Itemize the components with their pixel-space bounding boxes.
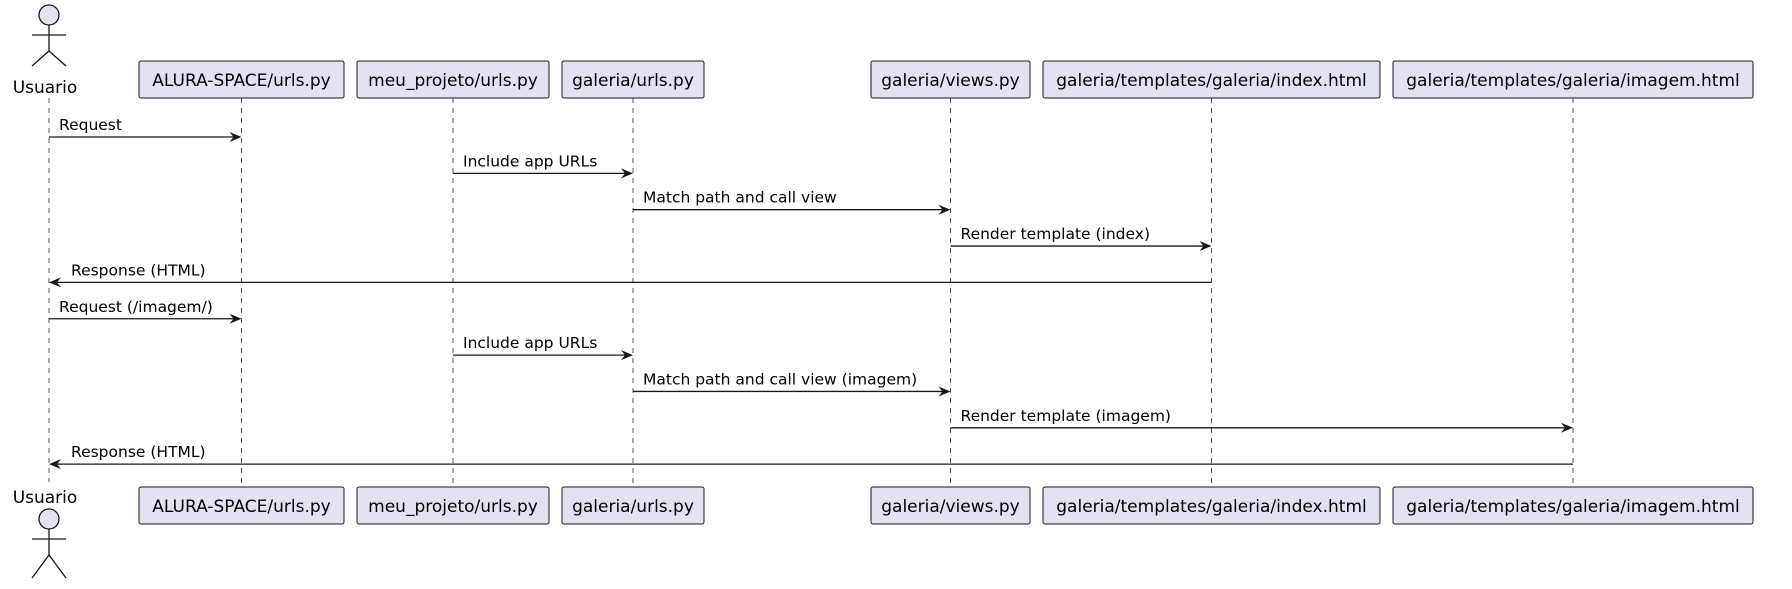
message-label: Request xyxy=(59,116,122,134)
participant-label: ALURA-SPACE/urls.py xyxy=(152,71,330,91)
message-label: Response (HTML) xyxy=(71,443,206,461)
participant-label: galeria/urls.py xyxy=(572,497,694,517)
participant-gimagem-bottom: galeria/templates/galeria/imagem.html xyxy=(1392,486,1754,525)
participant-gurls-top: galeria/urls.py xyxy=(561,60,705,99)
arrow-head-icon xyxy=(229,132,242,142)
participant-label: meu_projeto/urls.py xyxy=(368,71,538,91)
participant-box xyxy=(1042,486,1381,525)
participant-box xyxy=(561,60,705,99)
message-4: Render template (index) xyxy=(950,225,1212,252)
participant-gindex-bottom: galeria/templates/galeria/index.html xyxy=(1042,486,1381,525)
message-7: Include app URLs xyxy=(453,334,633,361)
participant-meu-bottom: meu_projeto/urls.py xyxy=(356,486,550,525)
participant-gviews-bottom: galeria/views.py xyxy=(870,486,1031,525)
participant-gviews-top: galeria/views.py xyxy=(870,60,1031,99)
message-label: Match path and call view (imagem) xyxy=(643,370,917,388)
actor-top: Usuario xyxy=(13,4,78,98)
participant-box xyxy=(1392,486,1754,525)
participant-gimagem-top: galeria/templates/galeria/imagem.html xyxy=(1392,60,1754,99)
arrow-head-icon xyxy=(938,204,951,215)
actor-label-bottom: Usuario xyxy=(13,488,78,508)
participant-alura-top: ALURA-SPACE/urls.py xyxy=(138,60,345,99)
message-label: Match path and call view xyxy=(643,189,837,207)
participant-box xyxy=(356,60,550,99)
message-5: Response (HTML) xyxy=(49,261,1212,288)
participant-box xyxy=(870,60,1031,99)
participant-meu-top: meu_projeto/urls.py xyxy=(356,60,550,99)
arrow-head-icon xyxy=(49,459,61,470)
actor-legs xyxy=(31,553,67,579)
message-label: Render template (imagem) xyxy=(961,407,1171,425)
participant-label: ALURA-SPACE/urls.py xyxy=(152,497,330,517)
participant-box xyxy=(138,60,345,99)
message-label: Render template (index) xyxy=(961,225,1151,243)
arrow-head-icon xyxy=(49,277,61,288)
participants-top: ALURA-SPACE/urls.py meu_projeto/urls.py ga… xyxy=(138,60,1754,99)
participant-label: meu_projeto/urls.py xyxy=(368,497,538,517)
actor-legs xyxy=(31,50,67,67)
actor-bottom: Usuario xyxy=(13,488,78,579)
participant-box xyxy=(138,486,345,525)
participant-gurls-bottom: galeria/urls.py xyxy=(561,486,705,525)
arrow-head-icon xyxy=(621,350,633,361)
participant-label: galeria/templates/galeria/index.html xyxy=(1056,71,1366,91)
arrow-head-icon xyxy=(229,313,242,324)
arrow-head-icon xyxy=(1561,422,1573,433)
message-9: Render template (imagem) xyxy=(950,407,1573,433)
participant-box xyxy=(1392,60,1754,99)
participant-label: galeria/templates/galeria/imagem.html xyxy=(1406,71,1739,91)
participants-bottom: ALURA-SPACE/urls.py meu_projeto/urls.py ga… xyxy=(138,486,1754,525)
message-6: Request (/imagem/) xyxy=(49,298,242,324)
actor-head-icon xyxy=(38,508,60,530)
participant-label: galeria/templates/galeria/index.html xyxy=(1056,497,1366,517)
message-3: Match path and call view xyxy=(633,189,951,215)
message-label: Include app URLs xyxy=(463,334,597,352)
message-8: Match path and call view (imagem) xyxy=(633,370,951,397)
message-10: Response (HTML) xyxy=(49,443,1573,470)
arrow-head-icon xyxy=(938,386,951,397)
actor-label-top: Usuario xyxy=(13,78,78,98)
participant-alura-bottom: ALURA-SPACE/urls.py xyxy=(138,486,345,525)
participant-box xyxy=(561,486,705,525)
arrow-head-icon xyxy=(621,168,633,179)
participant-box xyxy=(870,486,1031,525)
participant-label: galeria/views.py xyxy=(881,497,1020,517)
arrow-head-icon xyxy=(1199,241,1212,252)
message-label: Request (/imagem/) xyxy=(59,298,213,316)
message-label: Response (HTML) xyxy=(71,261,206,279)
participant-box xyxy=(356,486,550,525)
message-2: Include app URLs xyxy=(453,152,633,179)
message-label: Include app URLs xyxy=(463,152,597,170)
participant-label: galeria/urls.py xyxy=(572,71,694,91)
participant-box xyxy=(1042,60,1381,99)
actor-head-icon xyxy=(38,4,60,26)
message-1: Request xyxy=(49,116,242,142)
participant-label: galeria/views.py xyxy=(881,71,1020,91)
lifelines xyxy=(48,98,1574,487)
participant-label: galeria/templates/galeria/imagem.html xyxy=(1406,497,1739,517)
participant-gindex-top: galeria/templates/galeria/index.html xyxy=(1042,60,1381,99)
